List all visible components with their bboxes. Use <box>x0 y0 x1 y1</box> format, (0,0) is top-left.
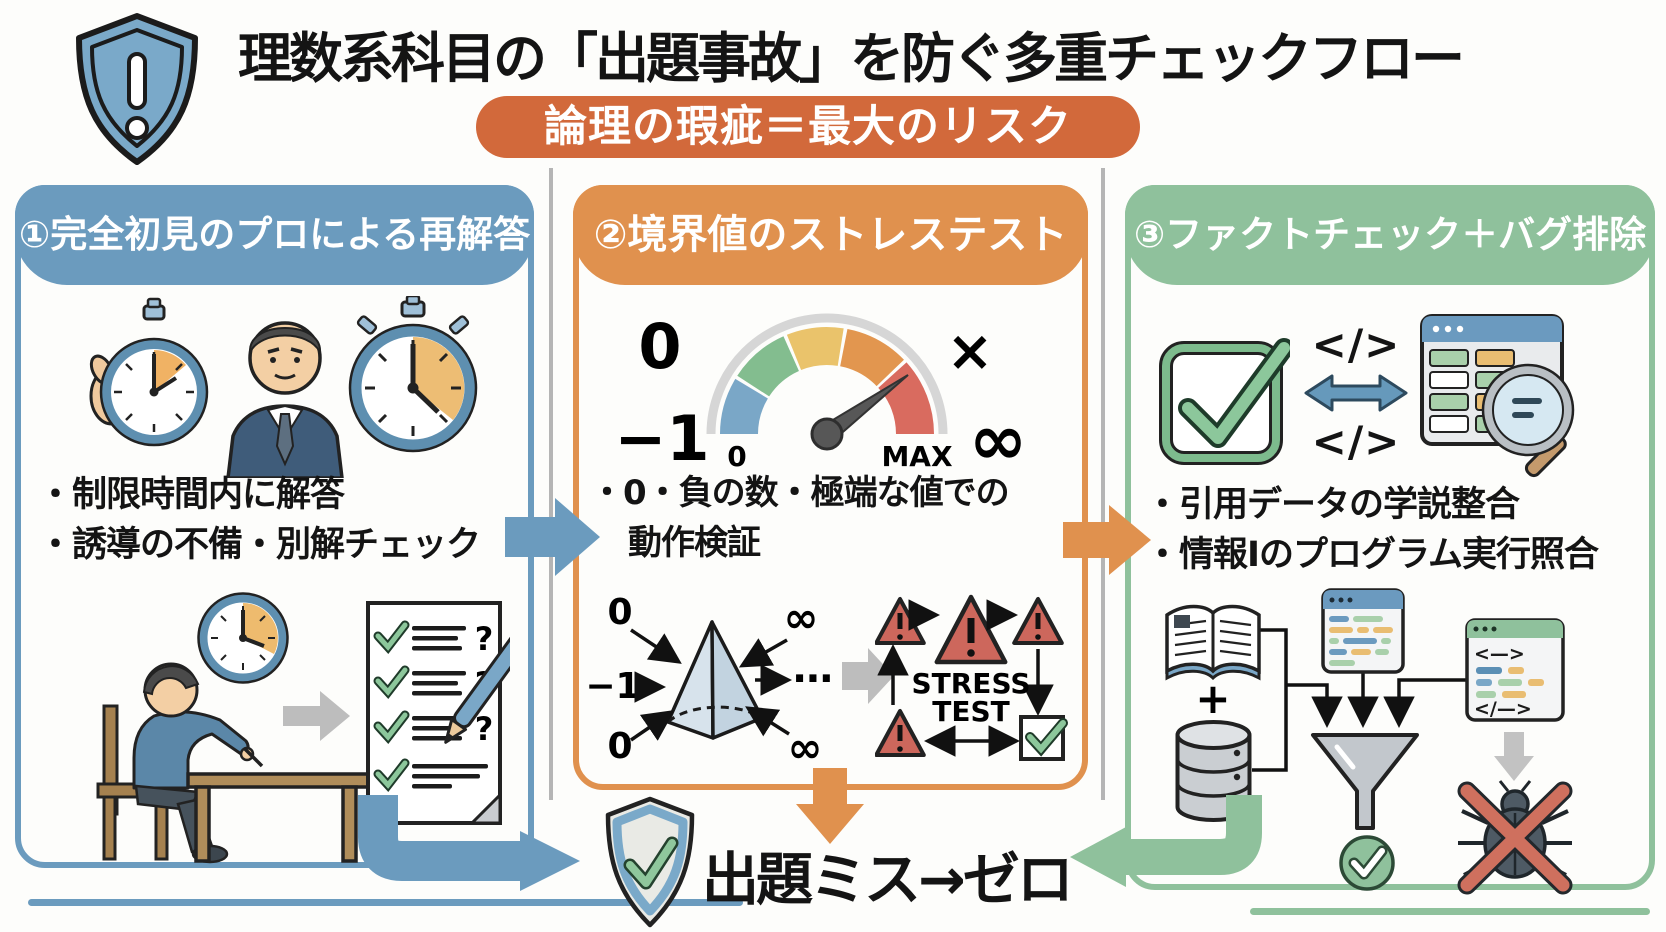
warning-triangle-icon <box>875 594 1064 757</box>
bottom-line-left <box>28 899 743 906</box>
svg-text:</—>: </—> <box>1474 698 1532 720</box>
code-tag-bottom: </> <box>1311 417 1401 466</box>
result-shield-icon <box>605 796 695 928</box>
exam-desk-illustration: ? ? ? <box>96 592 510 864</box>
step1-bullets: ・制限時間内に解答 ・誘導の不備・別解チェック <box>38 470 481 570</box>
svg-text:MAX: MAX <box>881 440 953 473</box>
pencil-icon <box>444 630 510 744</box>
svg-text:∞: ∞ <box>969 399 1027 481</box>
step1-header: ①完全初見のプロによる再解答 <box>15 185 534 285</box>
bullet-item: ・引用データの学説整合 <box>1145 485 1520 525</box>
check-circle-icon <box>1339 835 1395 891</box>
svg-text:0: 0 <box>607 726 632 767</box>
examiner-figure <box>226 321 344 478</box>
compare-arrow-icon <box>1304 374 1408 412</box>
svg-text:STRESS: STRESS <box>911 667 1030 700</box>
svg-text:?: ? <box>475 620 494 658</box>
clock-icon <box>197 592 289 684</box>
svg-text:?: ? <box>475 710 494 748</box>
svg-text:0: 0 <box>727 440 746 473</box>
risk-banner: 論理の瑕疵＝最大のリスク <box>476 96 1140 158</box>
no-bug-icon <box>1457 780 1573 895</box>
pyramid-test-illustration: 0 −1 0 ∞ ∞ ⋯ <box>585 592 833 772</box>
svg-text:+: + <box>1195 674 1230 723</box>
step2-header: ②境界値のストレステスト <box>573 185 1088 285</box>
bullet-item: 動作検証 <box>628 523 761 563</box>
funnel-icon <box>1311 733 1419 830</box>
bullet-item: ・情報Iのプログラム実行照合 <box>1145 535 1599 575</box>
svg-text:<—>: <—> <box>1474 643 1525 665</box>
result-text: 出題ミス→ゼロ <box>702 847 1074 913</box>
stopwatch-icon <box>99 297 209 447</box>
shield-warning-icon <box>76 13 198 165</box>
column-divider <box>1101 168 1105 800</box>
checklist-paper: ? ? ? <box>366 601 502 825</box>
gauge-icon <box>706 313 948 451</box>
bottom-line-right <box>1250 908 1650 915</box>
magnifier-icon <box>1481 363 1575 478</box>
flow-arrow-gray-icon <box>283 691 350 741</box>
svg-text:∞: ∞ <box>788 723 823 772</box>
step3-panel: ③ファクトチェック＋バグ排除 <box>1125 185 1655 890</box>
svg-text:⋯: ⋯ <box>793 656 833 702</box>
boundary-gauge-illustration: 0 −1 × ∞ 0 MAX <box>614 310 1027 481</box>
svg-text:−1: −1 <box>585 666 640 707</box>
bullet-item: ・制限時間内に解答 <box>38 475 345 515</box>
svg-text:TEST: TEST <box>932 695 1010 728</box>
bullet-item: ・誘導の不備・別解チェック <box>38 525 481 565</box>
step3-bullets: ・引用データの学説整合 ・情報Iのプログラム実行照合 <box>1145 480 1599 580</box>
data-audit-illustration <box>1420 314 1575 478</box>
pyramid-icon <box>666 620 764 740</box>
step1-to-step2-arrow <box>505 498 600 576</box>
svg-text:−1: −1 <box>614 402 709 475</box>
step3-header: ③ファクトチェック＋バグ排除 <box>1125 185 1655 285</box>
svg-text:×: × <box>947 319 994 384</box>
step2-bullets: ・0・負の数・極端な値での 動作検証 <box>590 468 1010 568</box>
svg-text:0: 0 <box>638 310 681 383</box>
fact-checkbox-icon <box>1159 338 1290 465</box>
page-title: 理数系科目の「出題事故」を防ぐ多重チェックフロー <box>238 27 1465 90</box>
step3-result-arrow <box>1070 795 1262 887</box>
flow-arrow-gray-icon <box>842 648 894 704</box>
code-window-icon <box>1321 588 1405 674</box>
step1-result-arrow <box>358 795 580 891</box>
verification-pipeline-illustration: + <—> </—> <box>1165 588 1573 895</box>
code-compare: </> </> <box>1298 320 1414 466</box>
step2-panel: ②境界値のストレステスト <box>573 185 1088 790</box>
flow-arrow-gray-icon <box>1494 732 1534 781</box>
bullet-item: ・0・負の数・極端な値での <box>590 473 1010 513</box>
column-divider <box>549 168 553 800</box>
code-window-icon: <—> </—> <box>1465 618 1565 722</box>
check-icon <box>373 620 410 792</box>
examiner-stopwatch-illustration <box>89 296 478 478</box>
code-tag-top: </> <box>1311 320 1401 369</box>
checkbox-icon <box>1019 715 1068 761</box>
stress-test-illustration: STRESS TEST <box>875 594 1068 761</box>
book-icon <box>1165 604 1261 681</box>
svg-text:∞: ∞ <box>784 593 819 642</box>
step2-to-step3-arrow <box>1063 505 1151 575</box>
step2-result-arrow <box>796 768 864 844</box>
svg-text:0: 0 <box>607 592 632 633</box>
stopwatch-icon <box>348 296 478 453</box>
